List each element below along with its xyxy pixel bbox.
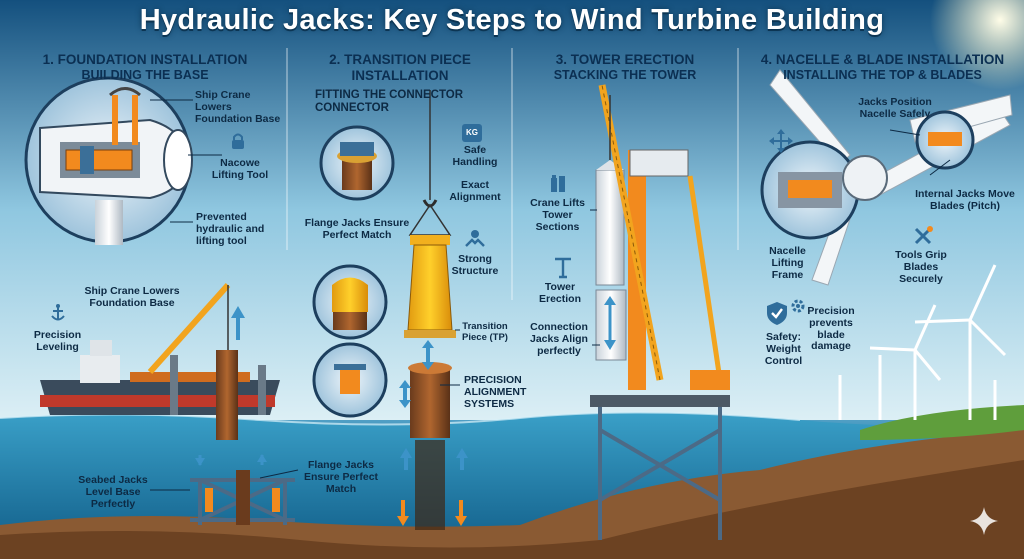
section-1-subtitle: BUILDING THE BASE (81, 67, 209, 82)
section-2-step: 2. TRANSITION PIECE (329, 52, 471, 67)
callout-internal-jacks: Internal Jacks Move Blades (Pitch) (915, 188, 1015, 212)
callout-precision-alignment: PRECISION ALIGNMENT SYSTEMS (464, 374, 527, 410)
callout-prevented: Prevented hydraulic and lifting tool (196, 211, 265, 247)
section-4-heading: 4. NACELLE & BLADE INSTALLATION INSTALLI… (745, 52, 1020, 82)
callout-lifting-tool: Nacowe Lifting Tool (211, 157, 269, 181)
section-2-heading: 2. TRANSITION PIECE INSTALLATION (300, 52, 500, 83)
transition-piece-section (312, 90, 456, 530)
page-title: Hydraulic Jacks: Key Steps to Wind Turbi… (139, 4, 885, 36)
sparkle-icon (970, 507, 998, 535)
flow-arrows (195, 296, 616, 526)
callout-ship-crane: Ship Crane Lowers Foundation Base (84, 285, 180, 309)
callout-safety: Safety: Weight Control (764, 331, 803, 367)
callout-nacelle-frame: Nacelle Lifting Frame (769, 245, 806, 281)
callout-tower-erection: Tower Erection (538, 281, 581, 305)
section-2-subheading: FITTING THE CONNECTOR CONNECTOR (315, 89, 464, 114)
shield-check-icon (767, 302, 787, 325)
seabed-frame (190, 470, 295, 525)
tower-erection-section (590, 84, 730, 540)
callout-tools-grip: Tools Grip Blades Securely (895, 249, 947, 285)
anchor-icon (51, 304, 65, 321)
callout-strong-structure: Strong Structure (451, 253, 499, 277)
section-3-step: 3. TOWER ERECTION (555, 52, 695, 67)
tools-icon (914, 226, 933, 245)
callout-crane-lifts: Crane Lifts Tower Sections (530, 197, 585, 233)
bottles-icon (551, 175, 565, 192)
callout-transition-piece: Transition Piece (TP) (462, 321, 508, 343)
section-1-heading: 1. FOUNDATION INSTALLATION BUILDING THE … (20, 52, 270, 82)
move-arrows-icon (769, 129, 793, 153)
section-4-step: 4. NACELLE & BLADE INSTALLATION (760, 52, 1005, 67)
callout-flange-jacks-1: Flange Jacks Ensure Perfect Match (303, 459, 379, 495)
crane-vessel (40, 282, 280, 440)
nacelle-detail-circle (24, 76, 193, 245)
gear-icon (791, 299, 805, 313)
weight-badge-text: KG (466, 128, 478, 137)
callout-flange-jacks-2: Flange Jacks Ensure Perfect Match (304, 217, 410, 241)
callout-precision-prevents: Precision prevents blade damage (807, 305, 855, 353)
section-2-step-cont: INSTALLATION (351, 67, 449, 83)
section-3-subtitle: STACKING THE TOWER (553, 67, 697, 82)
lock-icon (232, 133, 244, 149)
callout-seabed-jacks: Seabed Jacks Level Base Perfectly (78, 474, 148, 510)
callout-jacks-position: Jacks Position Nacelle Safely (858, 96, 932, 120)
section-4-subtitle: INSTALLING THE TOP & BLADES (783, 67, 982, 82)
nacelle-blade-section (760, 69, 1013, 420)
tower-icon (555, 257, 571, 279)
handshake-icon (465, 230, 485, 247)
callout-precision-leveling: Precision Leveling (33, 329, 82, 353)
section-1-step: 1. FOUNDATION INSTALLATION (42, 52, 248, 67)
callout-safe-handling: Safe Handling (452, 144, 498, 168)
weight-icon: KG (462, 124, 482, 142)
callout-exact-alignment: Exact Alignment (449, 179, 501, 203)
callout-connection-jacks: Connection Jacks Align perfectly (530, 321, 588, 357)
callout-crane-top: Ship Crane Lowers Foundation Base (195, 89, 281, 125)
section-3-heading: 3. TOWER ERECTION STACKING THE TOWER (520, 52, 730, 82)
